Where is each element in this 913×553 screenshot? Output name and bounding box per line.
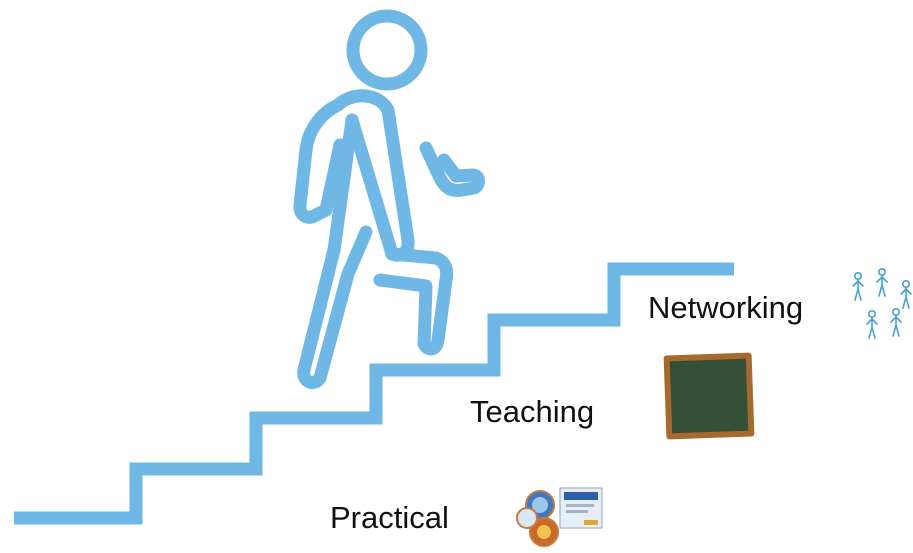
networking-label: Networking: [648, 290, 804, 325]
practical-label: Practical: [330, 500, 449, 535]
person-back-arm: [293, 98, 347, 224]
teaching-label: Teaching: [470, 394, 595, 429]
person-head: [346, 9, 428, 91]
person-front-leg: [373, 247, 454, 356]
screenshots-stack-icon: [516, 487, 603, 547]
person-front-arm: [419, 141, 485, 197]
person-climbing-stairs-icon: [293, 9, 485, 390]
person-back-leg: [297, 113, 373, 390]
chalkboard-icon: [663, 352, 755, 440]
staircase-line: [14, 262, 734, 525]
people-group-icon: [852, 267, 912, 339]
